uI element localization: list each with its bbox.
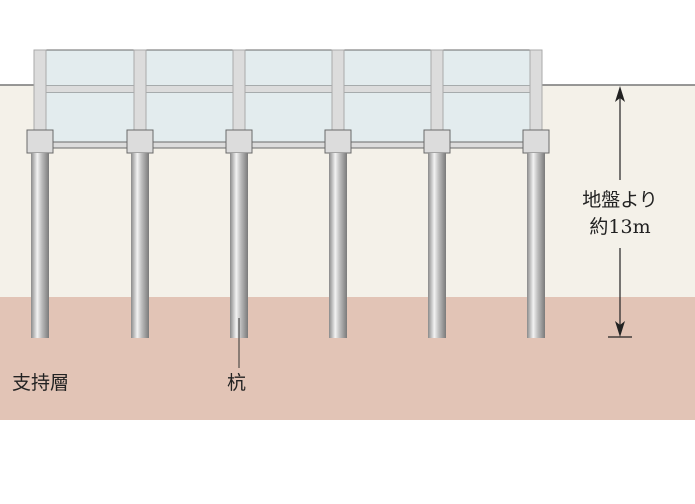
pile-cap xyxy=(423,129,451,154)
window-panel xyxy=(244,91,333,143)
pile xyxy=(428,153,446,338)
arrow-up-icon xyxy=(615,86,625,102)
column xyxy=(331,49,345,133)
pile xyxy=(527,153,545,338)
column xyxy=(33,49,47,133)
window-panel xyxy=(244,49,333,87)
depth-label-line1: 地盤より xyxy=(582,189,658,211)
pile-cap xyxy=(126,129,154,154)
column xyxy=(232,49,246,133)
window-panel xyxy=(343,91,432,143)
pile-cap xyxy=(324,129,352,154)
window-panel xyxy=(442,49,531,87)
pile-cap xyxy=(522,129,550,154)
arrow-down-icon xyxy=(615,321,625,337)
window-panel xyxy=(442,91,531,143)
piles xyxy=(31,153,545,338)
column xyxy=(133,49,147,133)
pile xyxy=(230,153,248,338)
window-panel xyxy=(145,49,234,87)
bearing-layer xyxy=(0,297,695,420)
building xyxy=(26,49,550,154)
window-panel xyxy=(45,91,135,143)
pile xyxy=(329,153,347,338)
column xyxy=(430,49,444,133)
pile xyxy=(31,153,49,338)
pile-cap xyxy=(26,129,54,154)
pile xyxy=(131,153,149,338)
window-panel xyxy=(45,49,135,87)
window-panel xyxy=(145,91,234,143)
depth-dimension: 地盤より 約13m xyxy=(582,86,658,338)
foundation-beam xyxy=(39,141,537,149)
bearing-layer-label: 支持層 xyxy=(12,372,69,394)
floor-beam xyxy=(46,86,530,92)
window-panel xyxy=(343,49,432,87)
column xyxy=(529,49,543,133)
pile-cap xyxy=(225,129,253,154)
depth-label-line2: 約13m xyxy=(589,216,650,238)
pile-label: 杭 xyxy=(227,372,246,394)
